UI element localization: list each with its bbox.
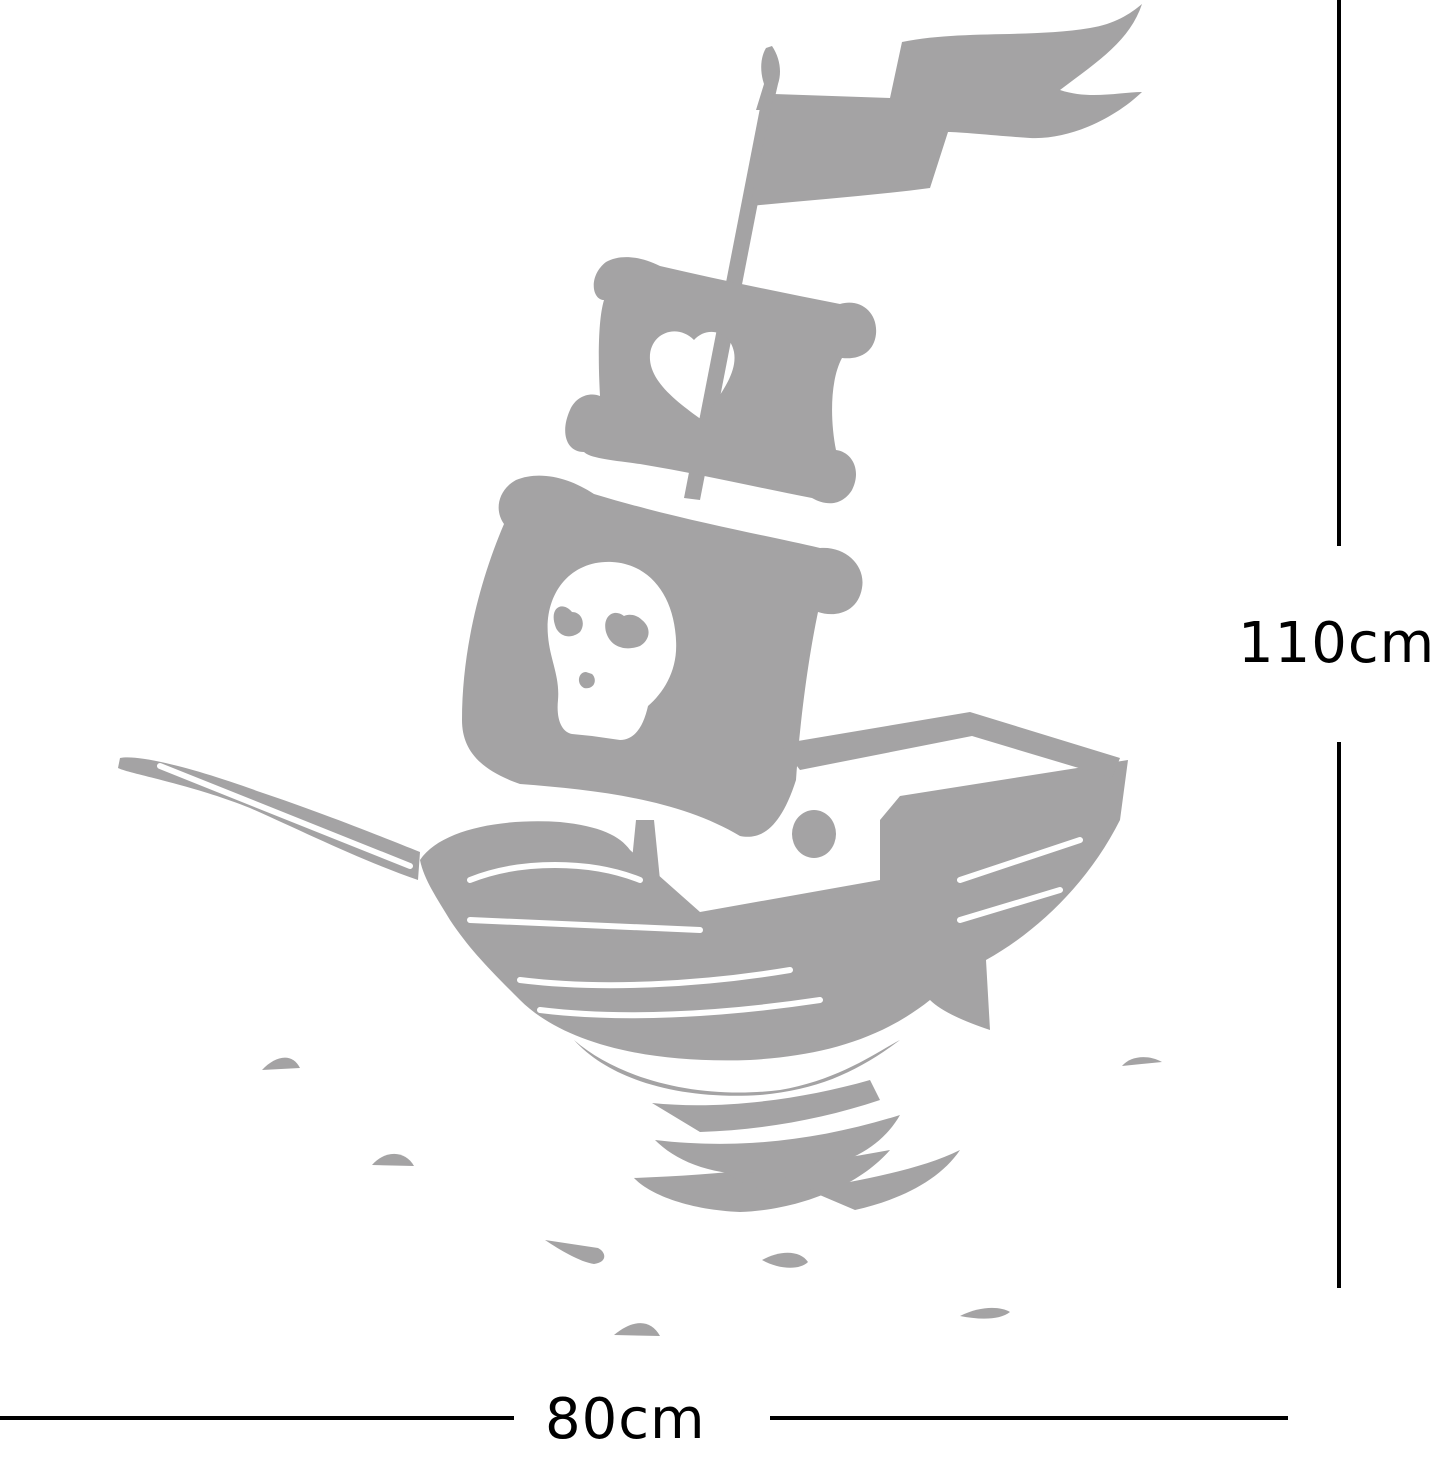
bowsprit-icon	[118, 757, 420, 880]
width-dimension-line-left	[0, 1416, 514, 1420]
waves-icon	[262, 1057, 1162, 1336]
top-sail-icon	[565, 257, 877, 504]
width-dimension-label: 80cm	[545, 1387, 706, 1452]
water-reflection-icon	[545, 1040, 960, 1264]
height-dimension-line-top	[1337, 0, 1341, 546]
main-sail-icon	[462, 475, 863, 858]
width-dimension-line-right	[770, 1416, 1288, 1420]
flag-icon	[750, 4, 1142, 206]
height-dimension-label: 110cm	[1238, 611, 1436, 676]
height-dimension-line-bottom	[1337, 742, 1341, 1288]
